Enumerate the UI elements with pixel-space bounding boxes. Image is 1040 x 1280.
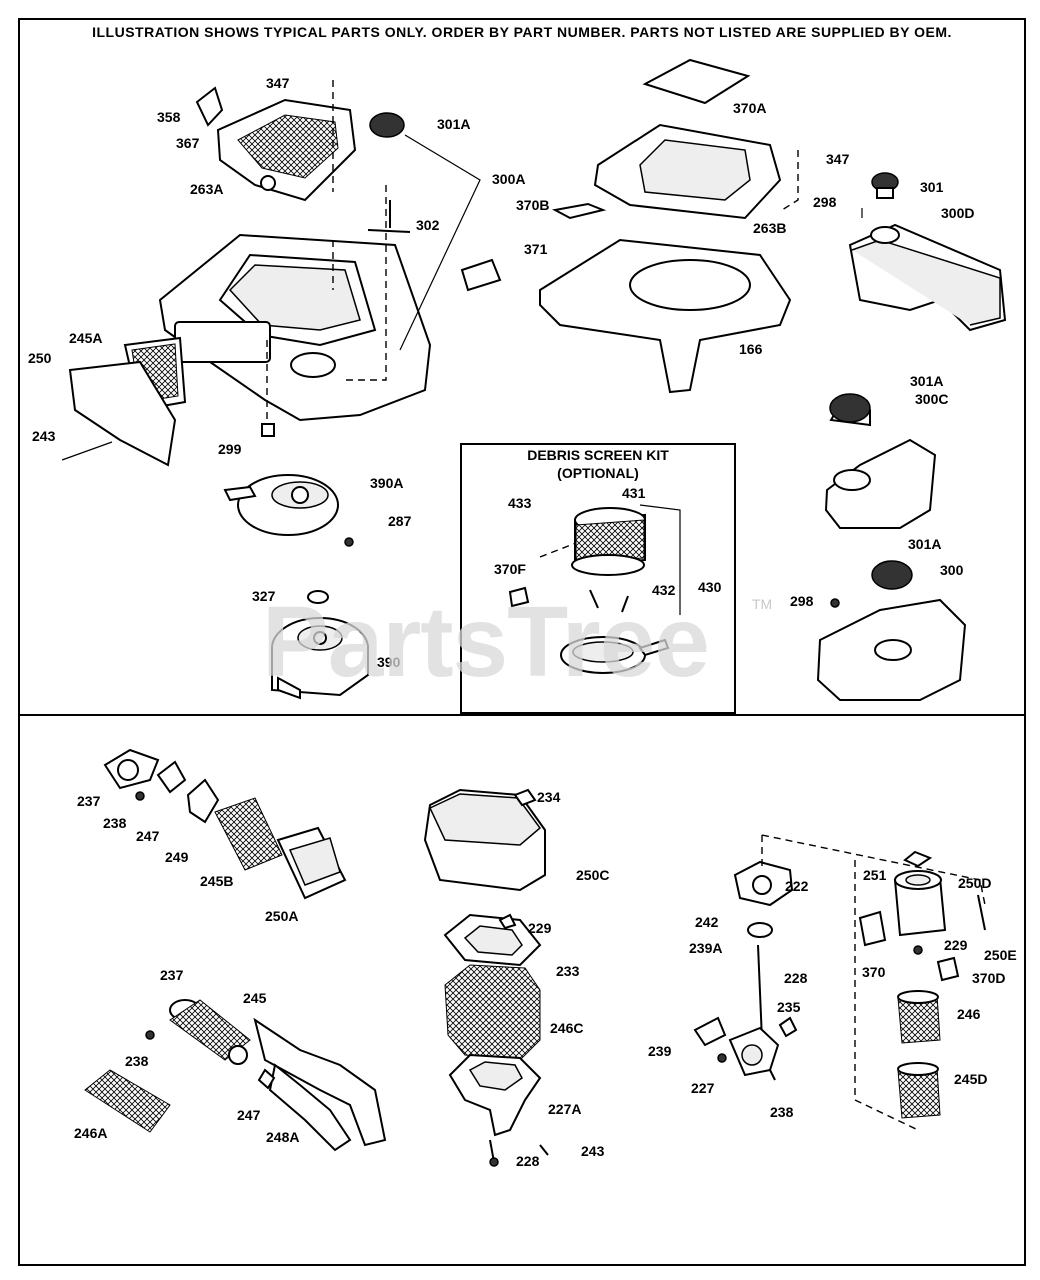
part-label-22: 371 bbox=[524, 241, 548, 257]
part-label-51: 228 bbox=[784, 970, 808, 986]
part-label-64: 237 bbox=[160, 967, 184, 983]
section-divider bbox=[18, 714, 1026, 716]
part-label-55: 238 bbox=[770, 1104, 794, 1120]
part-label-34: 237 bbox=[77, 793, 101, 809]
part-label-24: 301A bbox=[910, 373, 943, 389]
part-label-58: 250E bbox=[984, 947, 1017, 963]
part-label-67: 247 bbox=[237, 1107, 261, 1123]
part-label-37: 249 bbox=[165, 849, 189, 865]
part-label-18: 263B bbox=[753, 220, 786, 236]
part-label-40: 234 bbox=[537, 789, 561, 805]
part-label-17: 370B bbox=[516, 197, 549, 213]
debris-screen-kit-box bbox=[460, 443, 736, 714]
part-label-29: 432 bbox=[652, 582, 676, 598]
part-label-52: 235 bbox=[777, 999, 801, 1015]
part-label-5: 300A bbox=[492, 171, 525, 187]
part-label-10: 299 bbox=[218, 441, 242, 457]
part-label-32: 300 bbox=[940, 562, 964, 578]
part-label-20: 301 bbox=[920, 179, 944, 195]
part-label-25: 300C bbox=[915, 391, 948, 407]
part-label-28: 370F bbox=[494, 561, 526, 577]
part-label-16: 347 bbox=[826, 151, 850, 167]
part-label-68: 248A bbox=[266, 1129, 299, 1145]
part-label-44: 246C bbox=[550, 1020, 583, 1036]
part-label-61: 370D bbox=[972, 970, 1005, 986]
part-label-45: 227A bbox=[548, 1101, 581, 1117]
watermark: PartsTree bbox=[262, 586, 710, 698]
part-label-15: 370A bbox=[733, 100, 766, 116]
debris-kit-subtitle: (OPTIONAL) bbox=[557, 465, 639, 481]
part-label-53: 239 bbox=[648, 1043, 672, 1059]
part-label-38: 245B bbox=[200, 873, 233, 889]
part-label-19: 298 bbox=[813, 194, 837, 210]
part-label-2: 367 bbox=[176, 135, 200, 151]
part-label-43: 233 bbox=[556, 963, 580, 979]
part-label-30: 430 bbox=[698, 579, 722, 595]
part-label-42: 229 bbox=[528, 920, 552, 936]
part-label-11: 390A bbox=[370, 475, 403, 491]
part-label-56: 251 bbox=[863, 867, 887, 883]
part-label-8: 250 bbox=[28, 350, 52, 366]
part-label-41: 250C bbox=[576, 867, 609, 883]
part-label-13: 327 bbox=[252, 588, 276, 604]
part-label-35: 238 bbox=[103, 815, 127, 831]
part-labels: 347 358 367 263A 301A 300A 302 245A 250 … bbox=[28, 75, 1017, 1169]
part-label-36: 247 bbox=[136, 828, 160, 844]
blower-housing-drawing bbox=[460, 58, 799, 394]
fuel-tank-drawings bbox=[816, 172, 1007, 701]
part-label-23: 166 bbox=[739, 341, 763, 357]
watermark-tm: TM bbox=[752, 596, 773, 612]
part-label-14: 390 bbox=[377, 654, 401, 670]
part-label-47: 243 bbox=[581, 1143, 605, 1159]
part-label-21: 300D bbox=[941, 205, 974, 221]
part-label-63: 245D bbox=[954, 1071, 987, 1087]
part-label-69: 246A bbox=[74, 1125, 107, 1141]
part-label-46: 228 bbox=[516, 1153, 540, 1169]
cartridge-air-cleaner-drawing bbox=[693, 834, 986, 1131]
part-label-54: 227 bbox=[691, 1080, 715, 1096]
part-label-3: 263A bbox=[190, 181, 223, 197]
part-label-9: 243 bbox=[32, 428, 56, 444]
part-label-6: 302 bbox=[416, 217, 440, 233]
part-label-62: 246 bbox=[957, 1006, 981, 1022]
part-label-65: 245 bbox=[243, 990, 267, 1006]
part-label-50: 239A bbox=[689, 940, 722, 956]
debris-kit-title: DEBRIS SCREEN KIT bbox=[527, 447, 669, 463]
part-label-0: 347 bbox=[266, 75, 290, 91]
debris-screen-kit-drawing bbox=[508, 504, 681, 674]
part-label-33: 298 bbox=[790, 593, 814, 609]
part-label-7: 245A bbox=[69, 330, 102, 346]
part-label-39: 250A bbox=[265, 908, 298, 924]
part-label-12: 287 bbox=[388, 513, 412, 529]
part-label-48: 222 bbox=[785, 878, 809, 894]
header-note: ILLUSTRATION SHOWS TYPICAL PARTS ONLY. O… bbox=[92, 24, 952, 40]
part-label-1: 358 bbox=[157, 109, 181, 125]
part-label-4: 301A bbox=[437, 116, 470, 132]
part-label-66: 238 bbox=[125, 1053, 149, 1069]
part-label-57: 250D bbox=[958, 875, 991, 891]
air-cleaner-housing-drawing bbox=[61, 80, 481, 700]
part-label-31: 301A bbox=[908, 536, 941, 552]
oval-air-cleaner-drawing bbox=[423, 788, 549, 1167]
part-label-60: 370 bbox=[862, 964, 886, 980]
tubular-air-cleaner-drawings bbox=[84, 748, 387, 1152]
part-label-26: 433 bbox=[508, 495, 532, 511]
part-label-59: 229 bbox=[944, 937, 968, 953]
part-label-27: 431 bbox=[622, 485, 646, 501]
part-label-49: 242 bbox=[695, 914, 719, 930]
diagram-frame bbox=[18, 18, 1026, 1266]
